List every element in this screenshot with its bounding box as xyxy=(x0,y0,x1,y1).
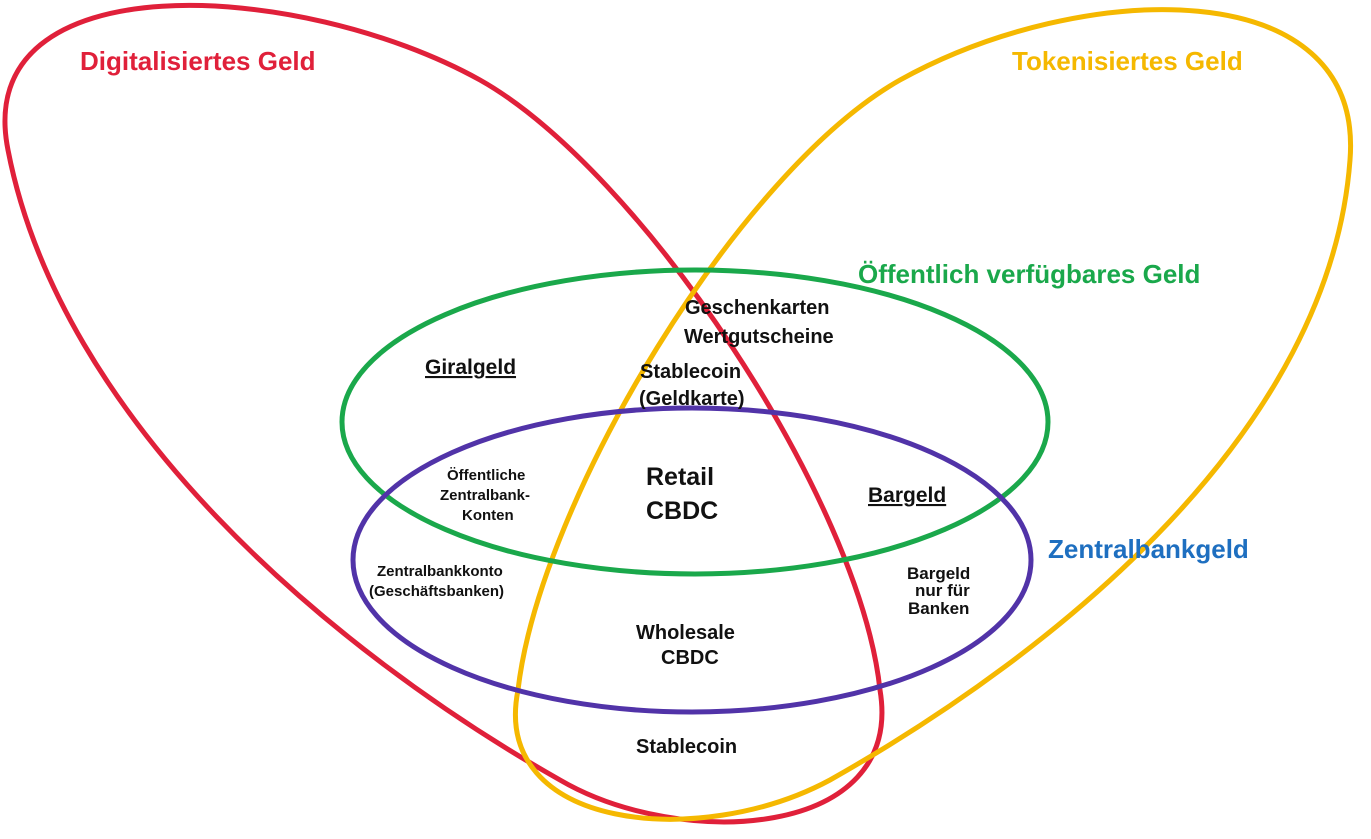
title-tokenisiertes-geld: Tokenisiertes Geld xyxy=(1012,46,1243,76)
label-bargeld-nur-fuer-banken-1: Bargeld xyxy=(907,564,970,583)
oeffentlich-verfuegbares-geld-ellipse xyxy=(339,267,1051,577)
label-wholesale-cbdc-2: CBDC xyxy=(661,647,719,669)
title-digitalisiertes-geld: Digitalisiertes Geld xyxy=(80,46,316,76)
label-oeffentliche-zbk-2: Zentralbank- xyxy=(440,487,530,504)
title-zentralbankgeld: Zentralbankgeld xyxy=(1048,534,1249,564)
label-wholesale-cbdc-1: Wholesale xyxy=(636,622,735,644)
label-stablecoin-bottom: Stablecoin xyxy=(636,736,737,758)
label-stablecoin-geldkarte-1: Stablecoin xyxy=(640,361,741,383)
zentralbankgeld-ellipse xyxy=(350,405,1034,715)
label-zentralbankkonto-1: Zentralbankkonto xyxy=(377,563,503,580)
label-wertgutscheine: Wertgutscheine xyxy=(684,326,834,348)
title-oeffentlich-verfuegbares-geld: Öffentlich verfügbares Geld xyxy=(858,259,1200,289)
label-bargeld: Bargeld xyxy=(868,484,946,507)
label-retail-cbdc-2: CBDC xyxy=(646,497,718,525)
label-giralgeld: Giralgeld xyxy=(425,356,516,379)
label-oeffentliche-zbk-3: Konten xyxy=(462,507,514,524)
label-oeffentliche-zbk-1: Öffentliche xyxy=(447,467,525,484)
label-bargeld-nur-fuer-banken-3: Banken xyxy=(908,599,969,618)
label-stablecoin-geldkarte-2: (Geldkarte) xyxy=(639,388,745,410)
digitalisiertes-geld-ellipse xyxy=(2,2,885,825)
tokenisiertes-geld-ellipse xyxy=(513,7,1353,822)
label-zentralbankkonto-2: (Geschäftsbanken) xyxy=(369,583,504,600)
label-bargeld-nur-fuer-banken-2: nur für xyxy=(915,581,970,600)
label-geschenkkarten: Geschenkarten xyxy=(685,297,830,319)
label-retail-cbdc-1: Retail xyxy=(646,463,714,491)
